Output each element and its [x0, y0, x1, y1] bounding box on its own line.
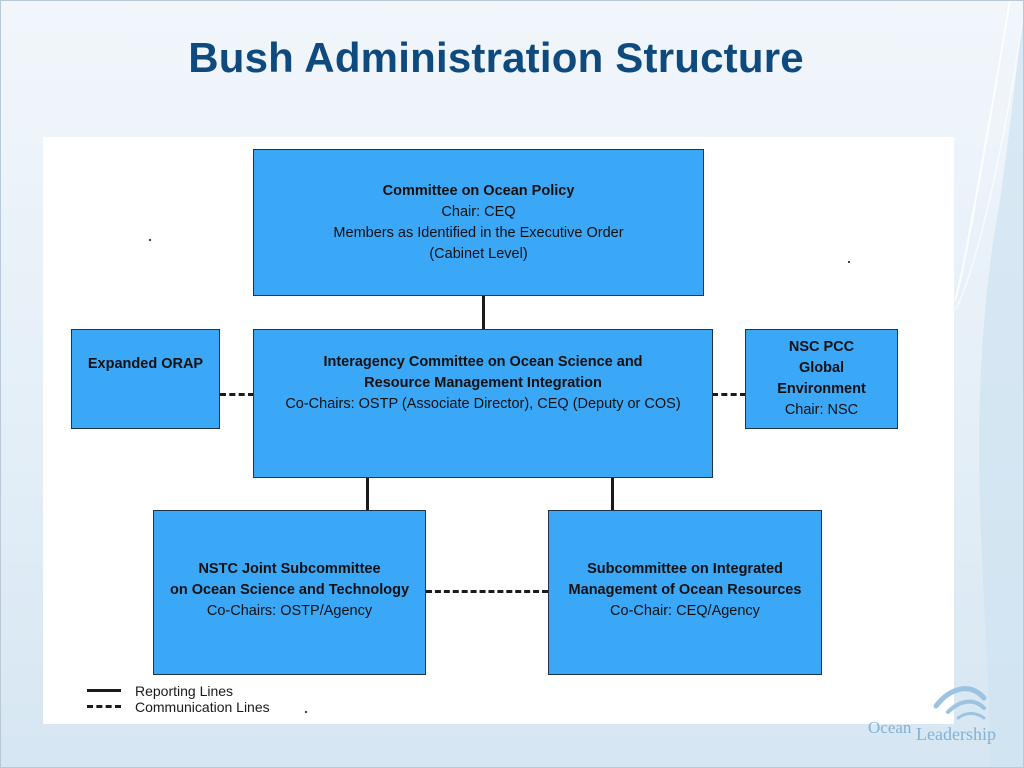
icos-line2: Resource Management Integration [364, 375, 602, 391]
cop-level: (Cabinet Level) [429, 245, 528, 262]
cop-members: Members as Identified in the Executive O… [333, 224, 624, 241]
nsc-line1: NSC PCC [788, 339, 855, 355]
committee-on-ocean-policy-box: Committee on Ocean Policy Chair: CEQ Mem… [253, 149, 704, 296]
legend-dashed-line [87, 705, 121, 708]
legend-communication-label: Communication Lines [135, 699, 270, 715]
cop-chair: Chair: CEQ [441, 203, 516, 220]
icos-line1: Interagency Committee on Ocean Science a… [323, 354, 643, 370]
legend: Reporting Lines Communication Lines [87, 683, 307, 720]
logo-word-ocean: Ocean [868, 718, 912, 737]
simor-cochair: Co-Chair: CEQ/Agency [610, 603, 760, 619]
nstc-joint-subcommittee-box: NSTC Joint Subcommittee on Ocean Science… [153, 510, 426, 675]
org-chart-panel: Committee on Ocean Policy Chair: CEQ Mem… [43, 137, 954, 724]
nsc-pcc-box: NSC PCC Global Environment Chair: NSC [745, 329, 898, 429]
reporting-line-icos-to-simor [611, 477, 614, 511]
wave-logo-icon [933, 686, 987, 720]
logo-word-leadership: Leadership [916, 724, 996, 744]
nstc-line1: NSTC Joint Subcommittee [198, 561, 381, 577]
communication-line-orap-to-icos [220, 393, 254, 396]
icos-cochairs: Co-Chairs: OSTP (Associate Director), CE… [285, 396, 681, 412]
simor-line1: Subcommittee on Integrated [587, 561, 783, 577]
nsc-line2: Global [798, 360, 845, 376]
nsc-chair: Chair: NSC [784, 402, 859, 418]
stray-mark [305, 711, 307, 713]
nsc-line3: Environment [777, 381, 866, 397]
expanded-orap-box: Expanded ORAP [71, 329, 220, 429]
slide-title: Bush Administration Structure [188, 34, 804, 81]
integrated-management-subcommittee-box: Subcommittee on Integrated Management of… [548, 510, 822, 675]
reporting-line-icos-to-nstc [366, 477, 369, 511]
legend-reporting-label: Reporting Lines [135, 683, 234, 699]
nstc-line2: on Ocean Science and Technology [169, 582, 410, 598]
communication-line-icos-to-nsc [712, 393, 746, 396]
reporting-line-cop-to-icos [482, 295, 485, 329]
orap-name: Expanded ORAP [87, 356, 204, 372]
simor-line2: Management of Ocean Resources [568, 582, 802, 598]
stray-mark [149, 239, 151, 241]
legend-solid-line [87, 689, 121, 692]
stray-mark [848, 261, 850, 263]
interagency-committee-box: Interagency Committee on Ocean Science a… [253, 329, 713, 478]
communication-line-nstc-to-simor [426, 590, 548, 593]
cop-name: Committee on Ocean Policy [382, 182, 575, 199]
ocean-leadership-logo: Ocean Leadership [866, 668, 1006, 748]
nstc-cochairs: Co-Chairs: OSTP/Agency [206, 603, 373, 619]
